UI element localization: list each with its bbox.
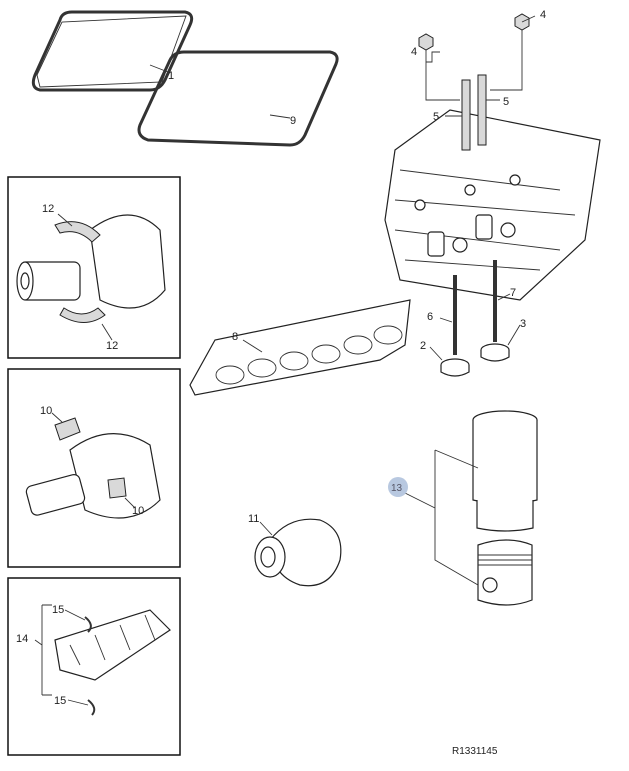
callout-11[interactable]: 11 <box>248 513 259 525</box>
callout-15[interactable]: 15 <box>54 695 66 707</box>
head-gasket-8[interactable] <box>189 299 411 396</box>
callout-15[interactable]: 15 <box>52 604 64 616</box>
callout-14[interactable]: 14 <box>16 633 28 645</box>
sleeve-5b[interactable] <box>477 74 487 146</box>
nut-4a[interactable] <box>418 33 434 51</box>
callout-6[interactable]: 6 <box>427 311 433 323</box>
crankshaft-thrust-bearings-10[interactable] <box>25 417 161 519</box>
callout-7[interactable]: 7 <box>510 287 516 299</box>
callout-10[interactable]: 10 <box>132 505 144 517</box>
cylinder-head[interactable] <box>384 109 601 301</box>
intake-valve-7[interactable] <box>480 260 510 362</box>
callout-13-badge[interactable] <box>388 477 408 497</box>
callout-10[interactable]: 10 <box>40 405 52 417</box>
callout-4[interactable]: 4 <box>411 46 417 58</box>
callout-9[interactable]: 9 <box>290 115 296 127</box>
liner-piston-kit-13[interactable] <box>472 410 538 606</box>
callout-1[interactable]: 1 <box>168 70 174 82</box>
callout-12[interactable]: 12 <box>106 340 118 352</box>
callout-2[interactable]: 2 <box>420 340 426 352</box>
rocker-cover-gasket-1[interactable] <box>31 10 194 92</box>
sleeve-5a[interactable] <box>461 79 471 151</box>
rocker-cover-gasket-9[interactable] <box>137 50 339 147</box>
callout-5[interactable]: 5 <box>433 111 439 123</box>
exhaust-valve-6[interactable] <box>440 275 470 377</box>
crankshaft-main-bearings-12[interactable] <box>16 214 166 323</box>
figure-id: R1331145 <box>452 746 498 757</box>
callout-13[interactable]: 13 <box>391 483 403 494</box>
crankshaft-assembly-14[interactable] <box>54 609 171 716</box>
callout-3[interactable]: 3 <box>520 318 526 330</box>
bushing-11[interactable] <box>254 518 342 587</box>
callout-5[interactable]: 5 <box>503 96 509 108</box>
callout-4[interactable]: 4 <box>540 9 546 21</box>
callout-8[interactable]: 8 <box>232 331 238 343</box>
callout-12[interactable]: 12 <box>42 203 54 215</box>
